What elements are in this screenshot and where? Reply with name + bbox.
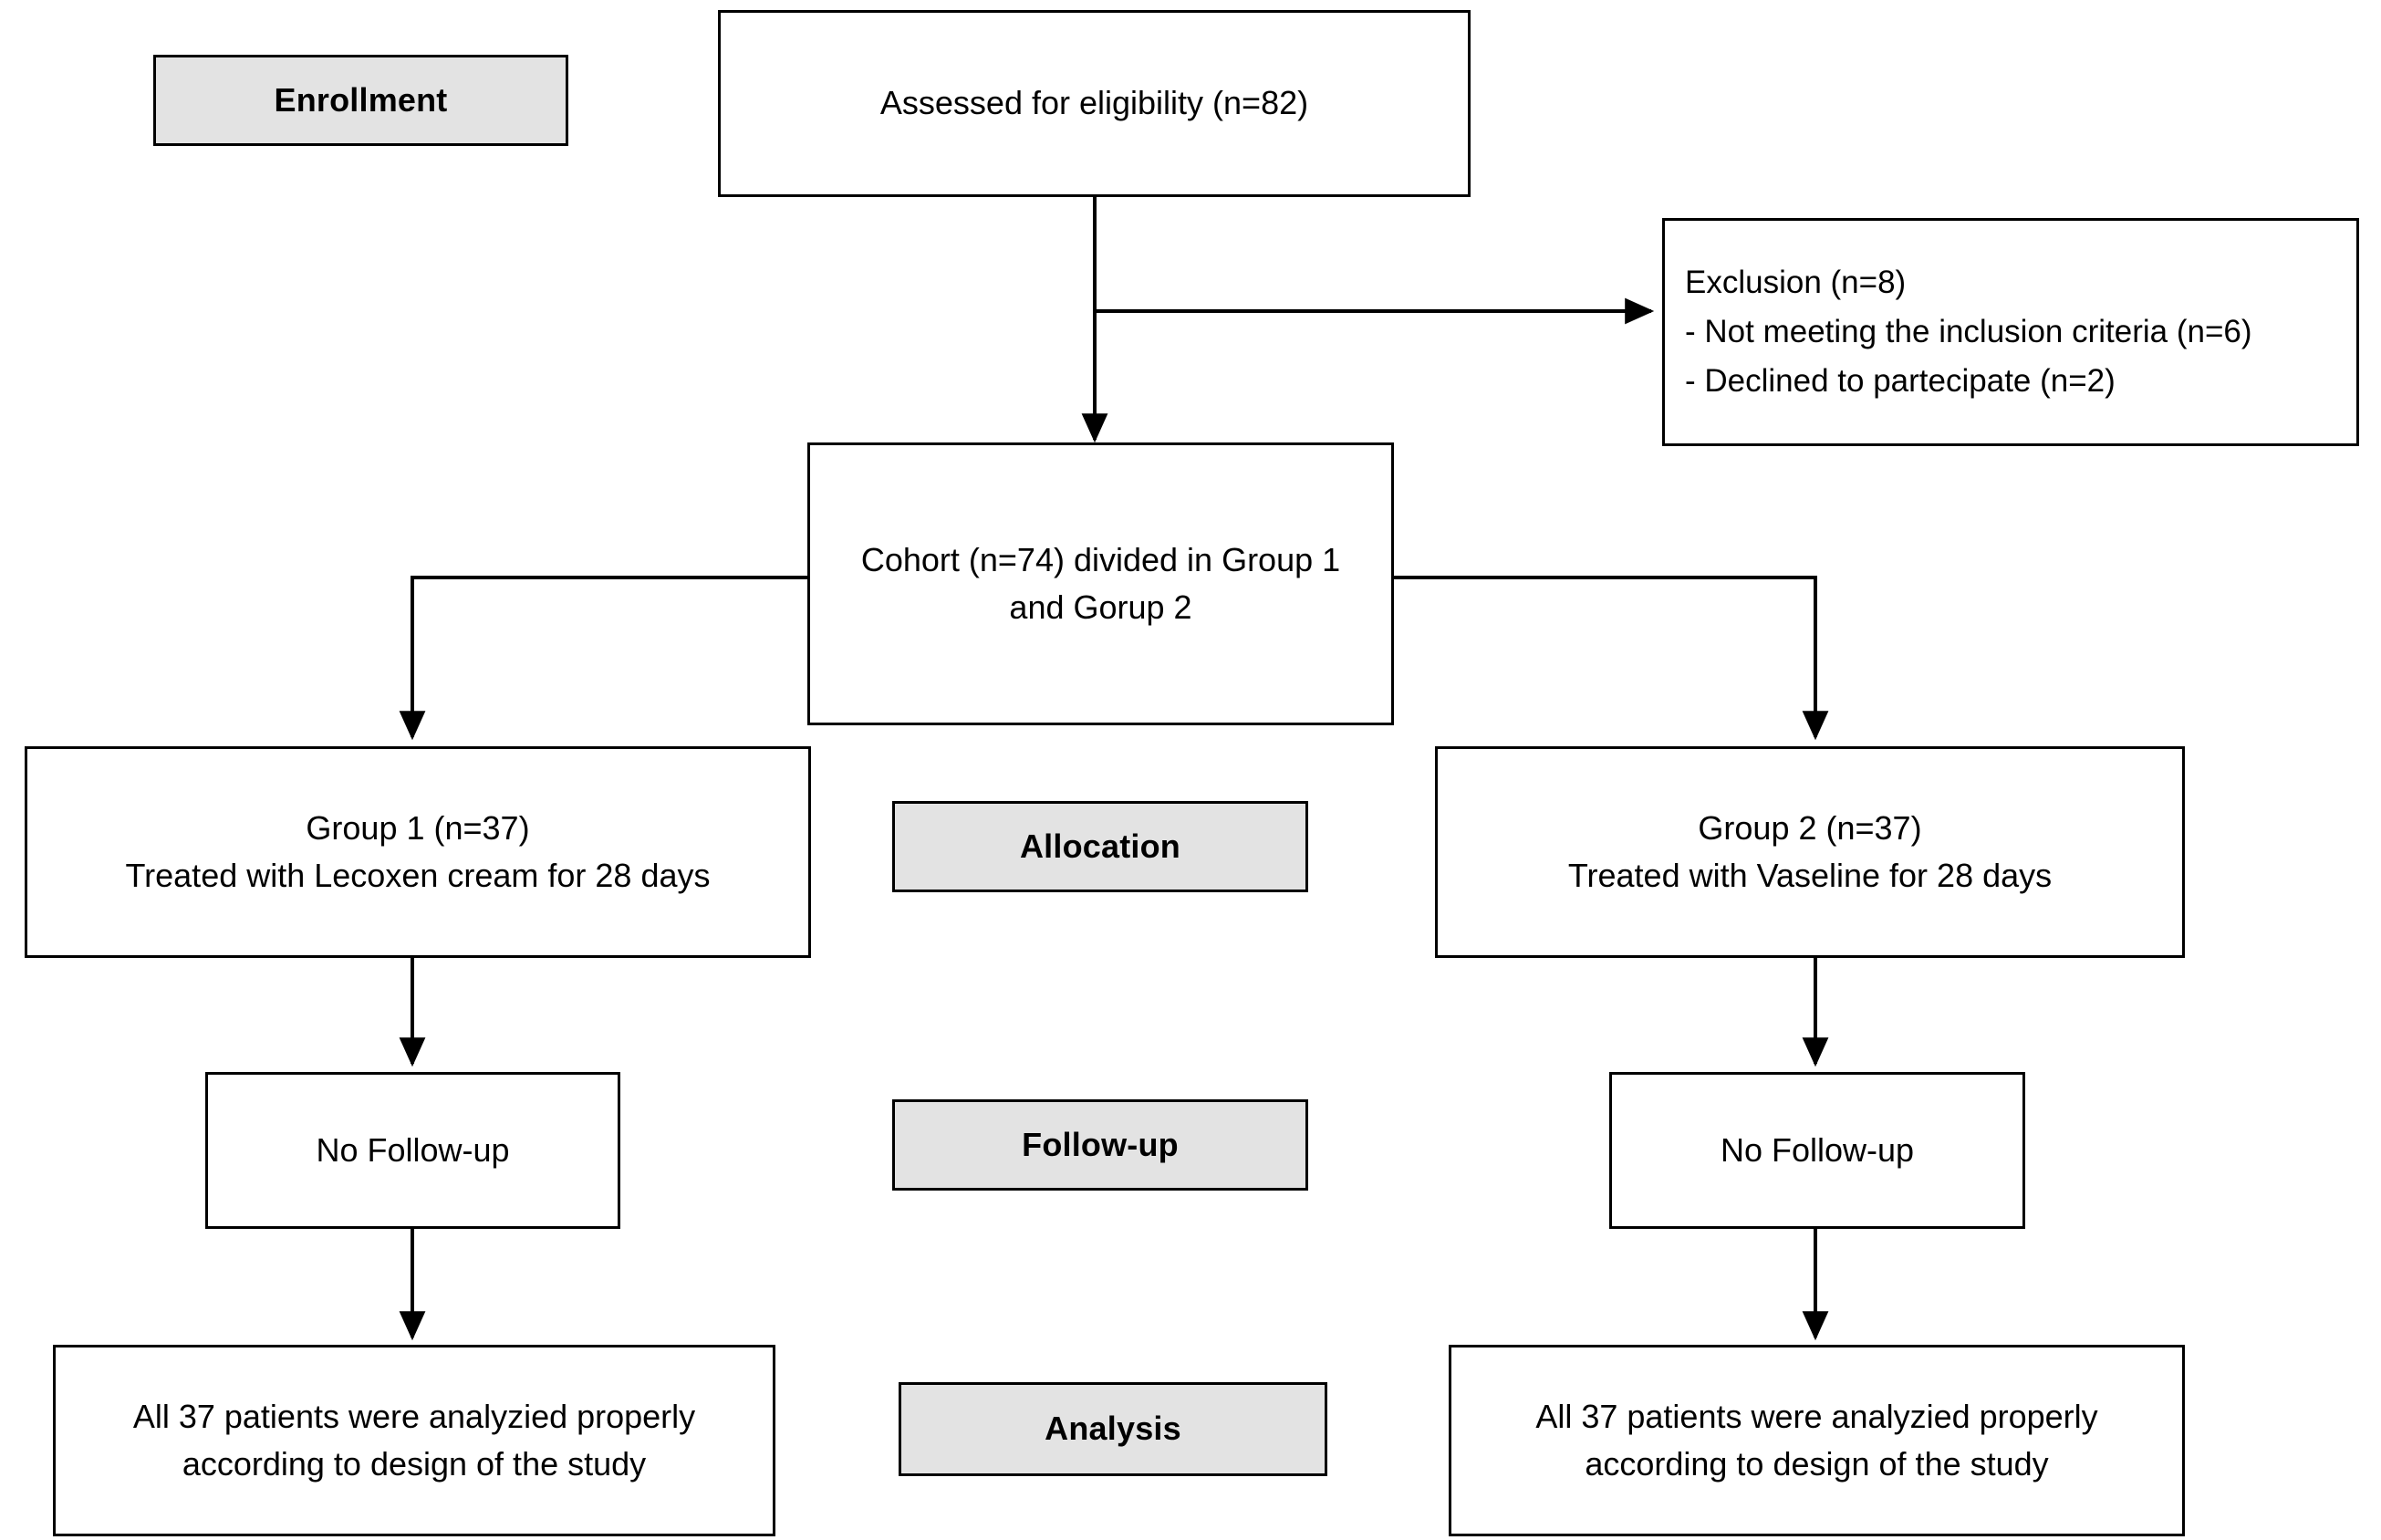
connector-cohort-to-group2 <box>1380 576 1829 741</box>
node-analysis-right: All 37 patients were analyzied properly … <box>1449 1345 2185 1536</box>
node-exclusion: Exclusion (n=8) - Not meeting the inclus… <box>1662 218 2359 446</box>
node-assessed-for-eligibility: Assessed for eligibility (n=82) <box>718 10 1471 197</box>
node-cohort-text: Cohort (n=74) divided in Group 1 and Gor… <box>860 540 1341 626</box>
node-group1-text: Group 1 (n=37) Treated with Lecoxen crea… <box>125 808 711 894</box>
stage-label-analysis: Analysis <box>899 1382 1327 1476</box>
node-group2-text: Group 2 (n=37) Treated with Vaseline for… <box>1567 808 2053 894</box>
node-group1: Group 1 (n=37) Treated with Lecoxen crea… <box>25 746 811 958</box>
node-group2: Group 2 (n=37) Treated with Vaseline for… <box>1435 746 2185 958</box>
node-exclusion-text: Exclusion (n=8) - Not meeting the inclus… <box>1685 264 2252 400</box>
stage-label-allocation: Allocation <box>892 801 1308 892</box>
node-analysis-left-text: All 37 patients were analyzied properly … <box>132 1397 696 1483</box>
stage-label-enrollment-text: Enrollment <box>274 80 448 119</box>
stage-label-allocation-text: Allocation <box>1019 827 1180 865</box>
stage-label-followup-text: Follow-up <box>1022 1125 1179 1163</box>
node-followup-right: No Follow-up <box>1609 1072 2025 1229</box>
node-followup-left: No Follow-up <box>205 1072 620 1229</box>
node-analysis-left: All 37 patients were analyzied properly … <box>53 1345 775 1536</box>
connector-cohort-to-group1 <box>399 576 821 741</box>
node-followup-right-text: No Follow-up <box>1720 1130 1915 1169</box>
node-analysis-right-text: All 37 patients were analyzied properly … <box>1535 1397 2098 1483</box>
node-cohort: Cohort (n=74) divided in Group 1 and Gor… <box>807 442 1394 725</box>
node-followup-left-text: No Follow-up <box>316 1130 510 1169</box>
stage-label-followup: Follow-up <box>892 1099 1308 1191</box>
stage-label-enrollment: Enrollment <box>153 55 568 146</box>
node-assessed-for-eligibility-text: Assessed for eligibility (n=82) <box>879 84 1309 122</box>
stage-label-analysis-text: Analysis <box>1045 1410 1181 1448</box>
